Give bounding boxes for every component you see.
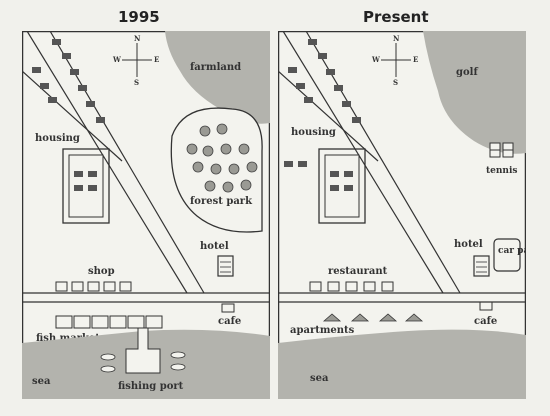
compass-w: W (112, 55, 121, 64)
restaurant-buildings (309, 281, 394, 292)
sea-label: sea (310, 373, 329, 384)
map-title-present: Present (363, 8, 429, 26)
cafe-label: cafe (218, 316, 241, 327)
hotel-building (217, 255, 234, 277)
apartment-buildings (322, 313, 424, 322)
map-present: golf tennis N S E W housing hotel car pa… (278, 31, 526, 399)
shop-label: shop (88, 266, 115, 277)
cafe-building (479, 301, 493, 311)
fishing-boats (100, 351, 186, 373)
housing-label: housing (35, 133, 80, 144)
car-park-label: car park (498, 246, 526, 256)
map-title-1995: 1995 (118, 8, 160, 26)
hotel-label: hotel (200, 241, 229, 252)
forest-park-label: forest park (190, 196, 253, 207)
sea-area (278, 329, 526, 399)
hotel-label: hotel (454, 239, 483, 250)
compass-e: E (154, 55, 159, 64)
cafe-label: cafe (474, 316, 497, 327)
block-houses (74, 171, 97, 191)
forest-trees (186, 123, 258, 193)
cafe-building (221, 303, 235, 313)
shop-buildings (55, 281, 132, 292)
compass-s: S (393, 78, 398, 87)
compass-rose (122, 43, 152, 77)
hotel-building (473, 255, 490, 277)
compass-e: E (413, 55, 418, 64)
fish-market-stalls (55, 315, 163, 329)
sea-label: sea (32, 376, 51, 387)
golf-label: golf (456, 67, 478, 78)
housing-houses (284, 39, 361, 167)
compass-n: N (393, 34, 400, 43)
car-park (493, 238, 521, 272)
compass-w: W (371, 55, 380, 64)
coastal-road (22, 292, 270, 303)
farmland-area (165, 31, 270, 124)
apartments-label: apartments (290, 325, 355, 336)
map-1995: farmland forest park N S E W housing hot… (22, 31, 270, 399)
housing-block (318, 148, 366, 224)
tennis-courts (489, 142, 514, 158)
golf-area (423, 31, 526, 154)
housing-block (62, 148, 110, 224)
restaurant-label: restaurant (328, 266, 388, 277)
tennis-label: tennis (486, 166, 517, 176)
fishing-port-label: fishing port (118, 381, 184, 392)
compass-s: S (134, 78, 139, 87)
compass-rose (381, 43, 411, 77)
block-houses (330, 171, 353, 191)
compass-n: N (134, 34, 141, 43)
housing-label: housing (291, 127, 336, 138)
housing-houses (32, 39, 105, 123)
fishing-port-pier (125, 327, 161, 374)
farmland-label: farmland (190, 62, 241, 73)
